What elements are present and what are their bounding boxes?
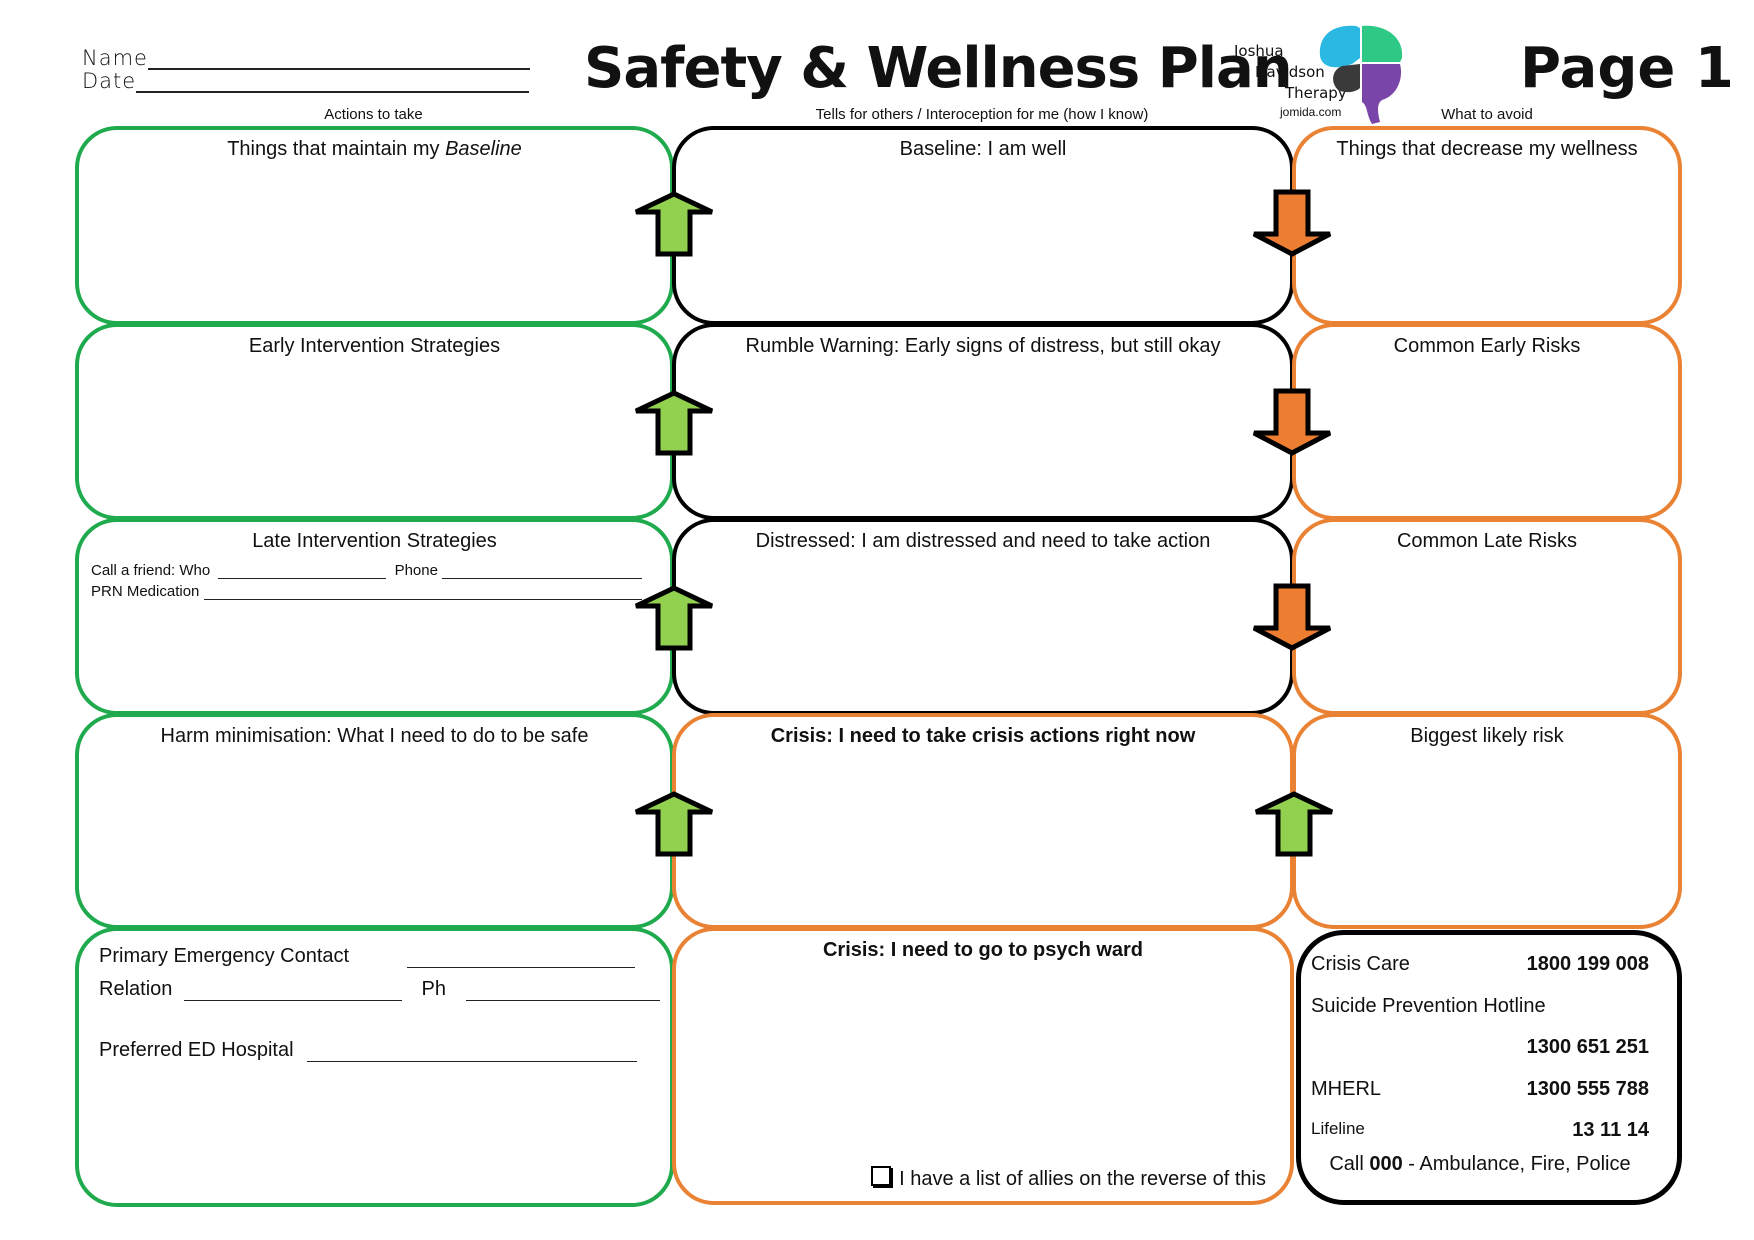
prn-medication-field[interactable]: PRN Medication <box>91 581 642 600</box>
crisis-line-name: Crisis Care <box>1311 953 1410 975</box>
arrow-up-icon <box>634 191 714 257</box>
crisis-line-row: Crisis Care 1800 199 008 <box>1311 953 1649 976</box>
call-friend-field[interactable]: Call a friend: Who Phone <box>91 560 643 579</box>
box-emergency-contact[interactable]: Primary Emergency Contact Relation Ph Pr… <box>75 927 674 1207</box>
box-common-early-risks[interactable]: Common Early Risks <box>1292 323 1682 520</box>
crisis-line-name: MHERL <box>1311 1078 1382 1100</box>
box-title: Early Intervention Strategies <box>248 335 501 357</box>
arrow-down-icon <box>1252 583 1332 651</box>
name-input-line[interactable] <box>147 48 530 70</box>
date-field[interactable]: Date <box>82 69 530 93</box>
page-number: Page 1 <box>1520 36 1734 101</box>
box-title: Rumble Warning: Early signs of distress,… <box>745 335 1221 357</box>
box-title: Things that decrease my wellness <box>1336 138 1638 160</box>
box-title: Crisis: I need to go to psych ward <box>822 939 1144 961</box>
box-title: Common Early Risks <box>1393 335 1581 357</box>
hospital-field[interactable]: Preferred ED Hospital <box>99 1039 638 1062</box>
arrow-up-icon <box>634 791 714 857</box>
box-decrease-wellness[interactable]: Things that decrease my wellness <box>1292 126 1682 325</box>
crisis-line-name: Suicide Prevention Hotline <box>1311 995 1546 1017</box>
phone-input-line[interactable] <box>442 560 643 579</box>
box-crisis-lines: Crisis Care 1800 199 008 Suicide Prevent… <box>1296 930 1682 1205</box>
box-baseline-well[interactable]: Baseline: I am well <box>672 126 1294 325</box>
box-crisis-actions[interactable]: Crisis: I need to take crisis actions ri… <box>672 713 1294 929</box>
box-title: Things that maintain my Baseline <box>227 138 522 160</box>
who-input-line[interactable] <box>218 560 387 579</box>
logo-text-davidson: Davidson <box>1255 63 1325 81</box>
box-title: Biggest likely risk <box>1410 725 1564 747</box>
crisis-line-number: 1800 199 008 <box>1526 953 1649 975</box>
box-psych-ward[interactable]: Crisis: I need to go to psych ward I hav… <box>672 927 1294 1205</box>
column-header-tells: Tells for others / Interoception for me … <box>815 106 1149 123</box>
box-early-intervention[interactable]: Early Intervention Strategies <box>75 323 674 520</box>
crisis-line-row: Lifeline 13 11 14 <box>1311 1119 1649 1142</box>
logo-text-therapy: Therapy <box>1285 84 1347 102</box>
date-input-line[interactable] <box>136 71 530 93</box>
ph-input-line[interactable] <box>465 982 660 1001</box>
prn-input-line[interactable] <box>203 581 642 600</box>
box-title: Baseline: I am well <box>899 138 1067 160</box>
crisis-line-row: 1300 651 251 <box>1311 1036 1649 1059</box>
arrow-up-icon <box>634 390 714 456</box>
box-late-intervention[interactable]: Late Intervention Strategies Call a frie… <box>75 518 674 715</box>
emergency-call-line: Call 000 - Ambulance, Fire, Police <box>1329 1153 1631 1175</box>
box-rumble-warning[interactable]: Rumble Warning: Early signs of distress,… <box>672 323 1294 520</box>
arrow-up-icon <box>1254 791 1334 857</box>
relation-input-line[interactable] <box>183 982 402 1001</box>
primary-contact-field[interactable]: Primary Emergency Contact <box>99 945 635 968</box>
crisis-line-name: Lifeline <box>1311 1119 1365 1138</box>
allies-checkbox[interactable] <box>871 1166 892 1186</box>
box-distressed[interactable]: Distressed: I am distressed and need to … <box>672 518 1294 715</box>
crisis-line-number: 1300 651 251 <box>1526 1036 1649 1058</box>
column-header-avoid: What to avoid <box>1441 106 1533 123</box>
brain-icon <box>1319 25 1403 124</box>
arrow-down-icon <box>1252 388 1332 456</box>
logo-url: jomida.com <box>1280 105 1342 119</box>
logo-text-joshua: Joshua <box>1234 42 1284 60</box>
crisis-line-number: 1300 555 788 <box>1526 1078 1649 1100</box>
name-label: Name <box>82 46 148 70</box>
box-title: Harm minimisation: What I need to do to … <box>160 725 589 747</box>
box-harm-minimisation[interactable]: Harm minimisation: What I need to do to … <box>75 713 674 929</box>
box-title: Common Late Risks <box>1396 530 1578 552</box>
name-field[interactable]: Name <box>82 46 530 70</box>
arrow-down-icon <box>1252 189 1332 257</box>
hospital-input-line[interactable] <box>307 1043 638 1062</box>
allies-checkbox-row[interactable]: I have a list of allies on the reverse o… <box>871 1166 1266 1191</box>
box-title: Crisis: I need to take crisis actions ri… <box>770 725 1196 747</box>
box-title: Late Intervention Strategies <box>252 530 497 552</box>
crisis-line-row: Suicide Prevention Hotline <box>1311 995 1649 1018</box>
primary-contact-input-line[interactable] <box>406 949 635 968</box>
date-label: Date <box>82 69 137 93</box>
crisis-line-row: MHERL 1300 555 788 <box>1311 1078 1649 1101</box>
page-title: Safety & Wellness Plan <box>584 36 1293 101</box>
column-header-actions: Actions to take <box>324 106 423 123</box>
crisis-line-number: 13 11 14 <box>1572 1119 1649 1141</box>
allies-checkbox-label: I have a list of allies on the reverse o… <box>899 1168 1266 1190</box>
box-title: Distressed: I am distressed and need to … <box>755 530 1211 552</box>
arrow-up-icon <box>634 585 714 651</box>
relation-field[interactable]: Relation Ph <box>99 978 660 1001</box>
box-common-late-risks[interactable]: Common Late Risks <box>1292 518 1682 715</box>
logo: Joshua Davidson Therapy jomida.com <box>1228 22 1418 126</box>
box-maintain-baseline[interactable]: Things that maintain my Baseline <box>75 126 674 325</box>
box-biggest-likely-risk[interactable]: Biggest likely risk <box>1292 713 1682 929</box>
